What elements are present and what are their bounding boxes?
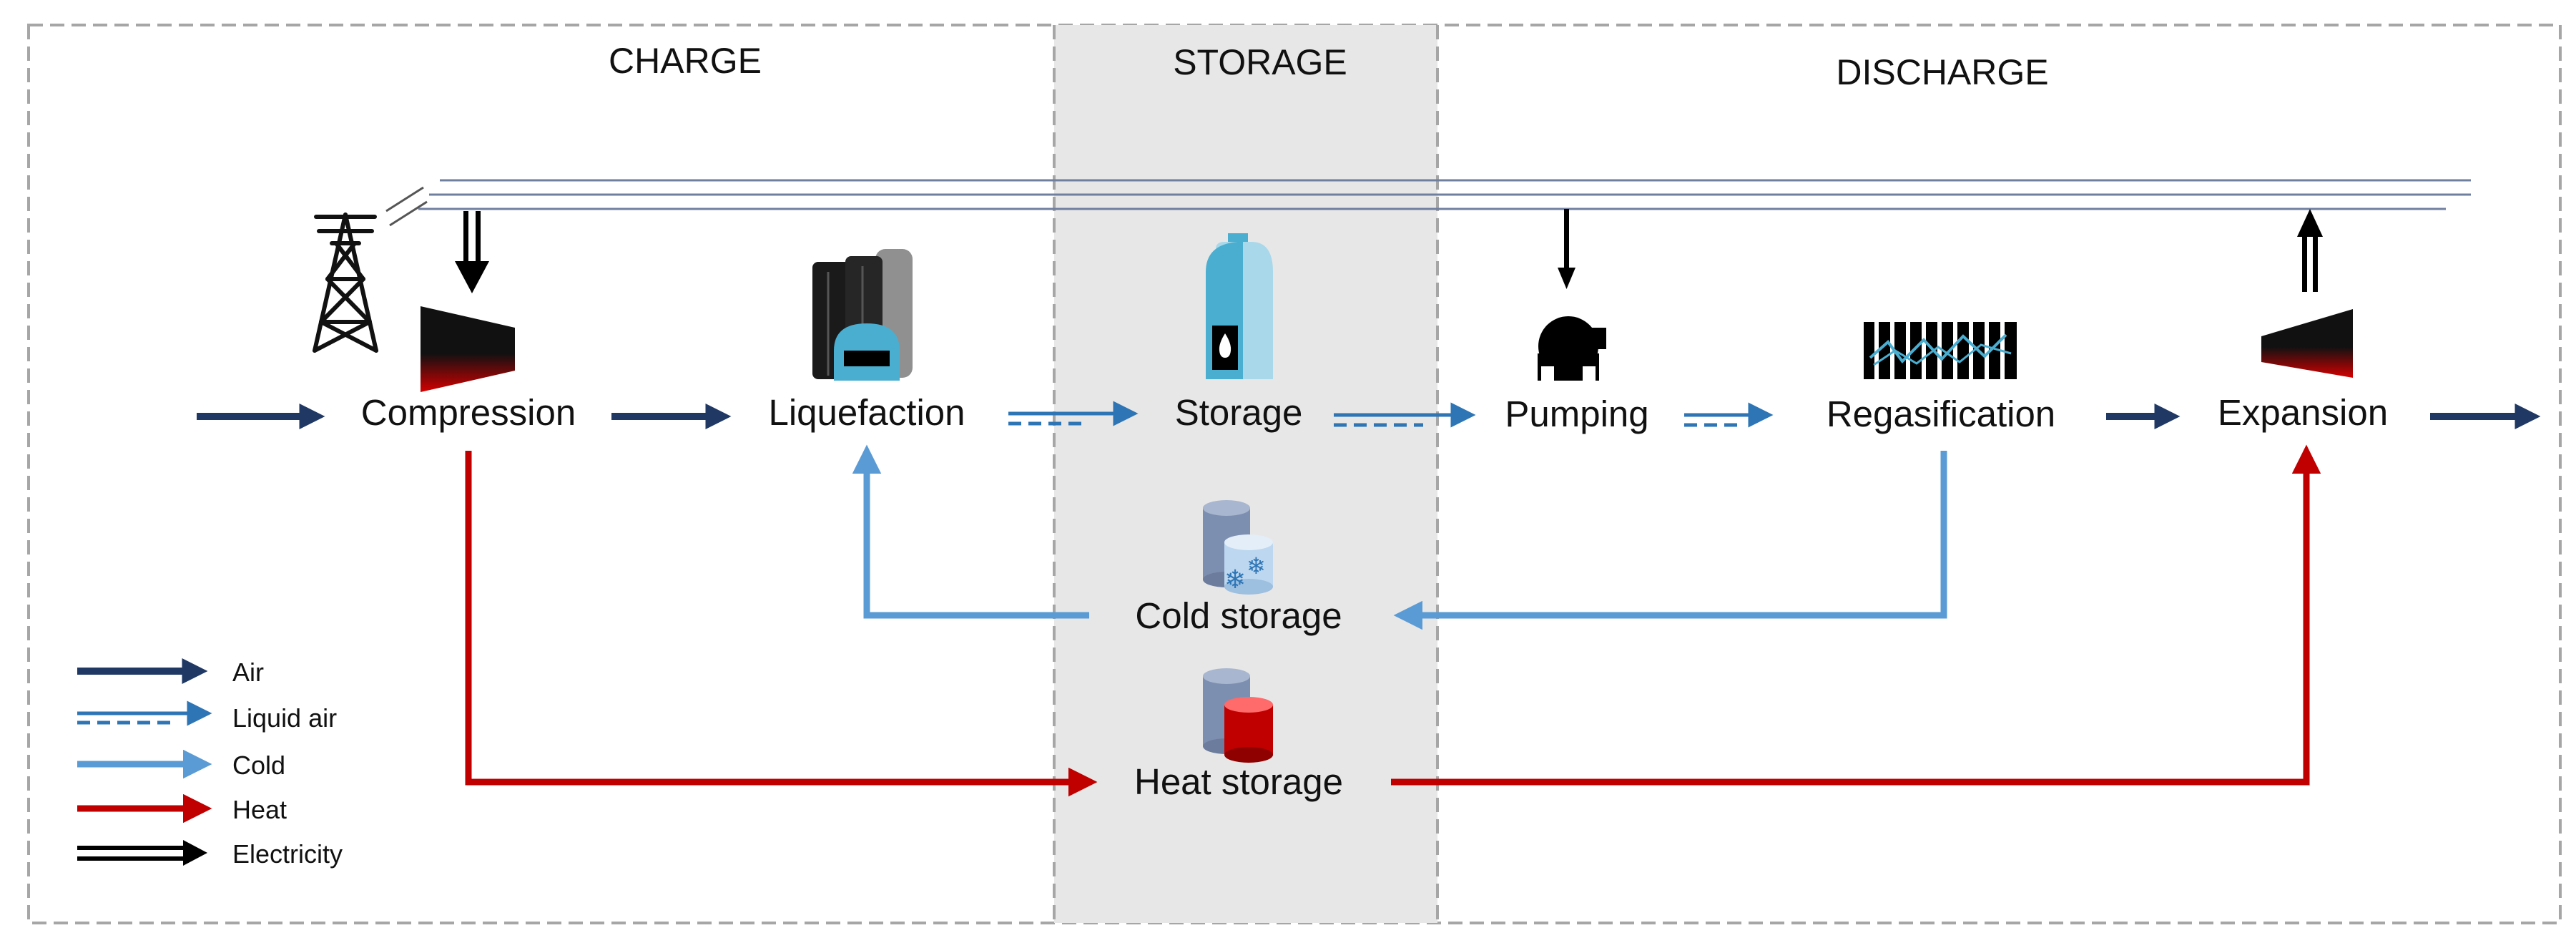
legend-label-heat: Heat bbox=[232, 795, 287, 824]
expander-icon bbox=[2261, 309, 2353, 378]
node-pumping: Pumping bbox=[1505, 394, 1648, 434]
electricity-input-arrow-pump bbox=[1558, 209, 1575, 289]
regasifier-icon bbox=[1864, 322, 2017, 379]
section-title-discharge: DISCHARGE bbox=[1836, 52, 2048, 92]
node-expansion: Expansion bbox=[2218, 392, 2388, 433]
pump-icon bbox=[1538, 316, 1606, 381]
node-regasification: Regasification bbox=[1827, 394, 2055, 434]
node-heat-storage: Heat storage bbox=[1134, 761, 1343, 802]
section-title-storage: STORAGE bbox=[1173, 42, 1347, 82]
legend-item-liquid-air: Liquid air bbox=[77, 700, 337, 733]
heat-flows bbox=[465, 444, 2321, 797]
compressor-icon bbox=[421, 306, 515, 392]
electricity-output-arrow bbox=[2297, 209, 2323, 292]
power-pylon-icon bbox=[313, 212, 378, 353]
node-compression: Compression bbox=[361, 392, 576, 433]
legend-item-electricity: Electricity bbox=[77, 839, 343, 869]
legend-label-cold: Cold bbox=[232, 751, 285, 780]
heat-storage-tank-icon bbox=[1203, 668, 1273, 763]
cold-arrow-regasification-to-cold-storage bbox=[1393, 451, 1947, 630]
power-grid-lines bbox=[385, 179, 2471, 227]
node-liquefaction: Liquefaction bbox=[768, 392, 965, 433]
heat-arrow-compression-to-heat-storage bbox=[465, 451, 1098, 797]
section-title-charge: CHARGE bbox=[609, 41, 762, 81]
legend-item-heat: Heat bbox=[77, 793, 287, 824]
legend: Air Liquid air Cold Heat Electricity bbox=[77, 658, 343, 869]
cold-arrow-storage-to-liquefaction bbox=[852, 444, 1089, 619]
legend-item-air: Air bbox=[77, 658, 264, 687]
node-storage: Storage bbox=[1175, 392, 1303, 433]
cold-flows bbox=[852, 444, 1947, 630]
svg-text:❄: ❄ bbox=[1247, 553, 1266, 579]
liquefaction-plant-icon bbox=[812, 249, 913, 381]
svg-text:❄: ❄ bbox=[1224, 565, 1246, 594]
cold-storage-tank-icon: ❄ ❄ bbox=[1203, 500, 1273, 595]
legend-label-electricity: Electricity bbox=[232, 839, 343, 869]
legend-label-air: Air bbox=[232, 658, 264, 687]
storage-zone bbox=[1054, 25, 1437, 923]
electricity-input-arrow bbox=[455, 211, 489, 293]
node-cold-storage: Cold storage bbox=[1135, 595, 1342, 636]
legend-label-liquid-air: Liquid air bbox=[232, 703, 337, 733]
liquid-air-flows bbox=[1008, 401, 1774, 428]
heat-arrow-heat-storage-to-expansion bbox=[1391, 444, 2321, 786]
storage-tank-icon bbox=[1206, 233, 1273, 379]
legend-item-cold: Cold bbox=[77, 749, 285, 780]
